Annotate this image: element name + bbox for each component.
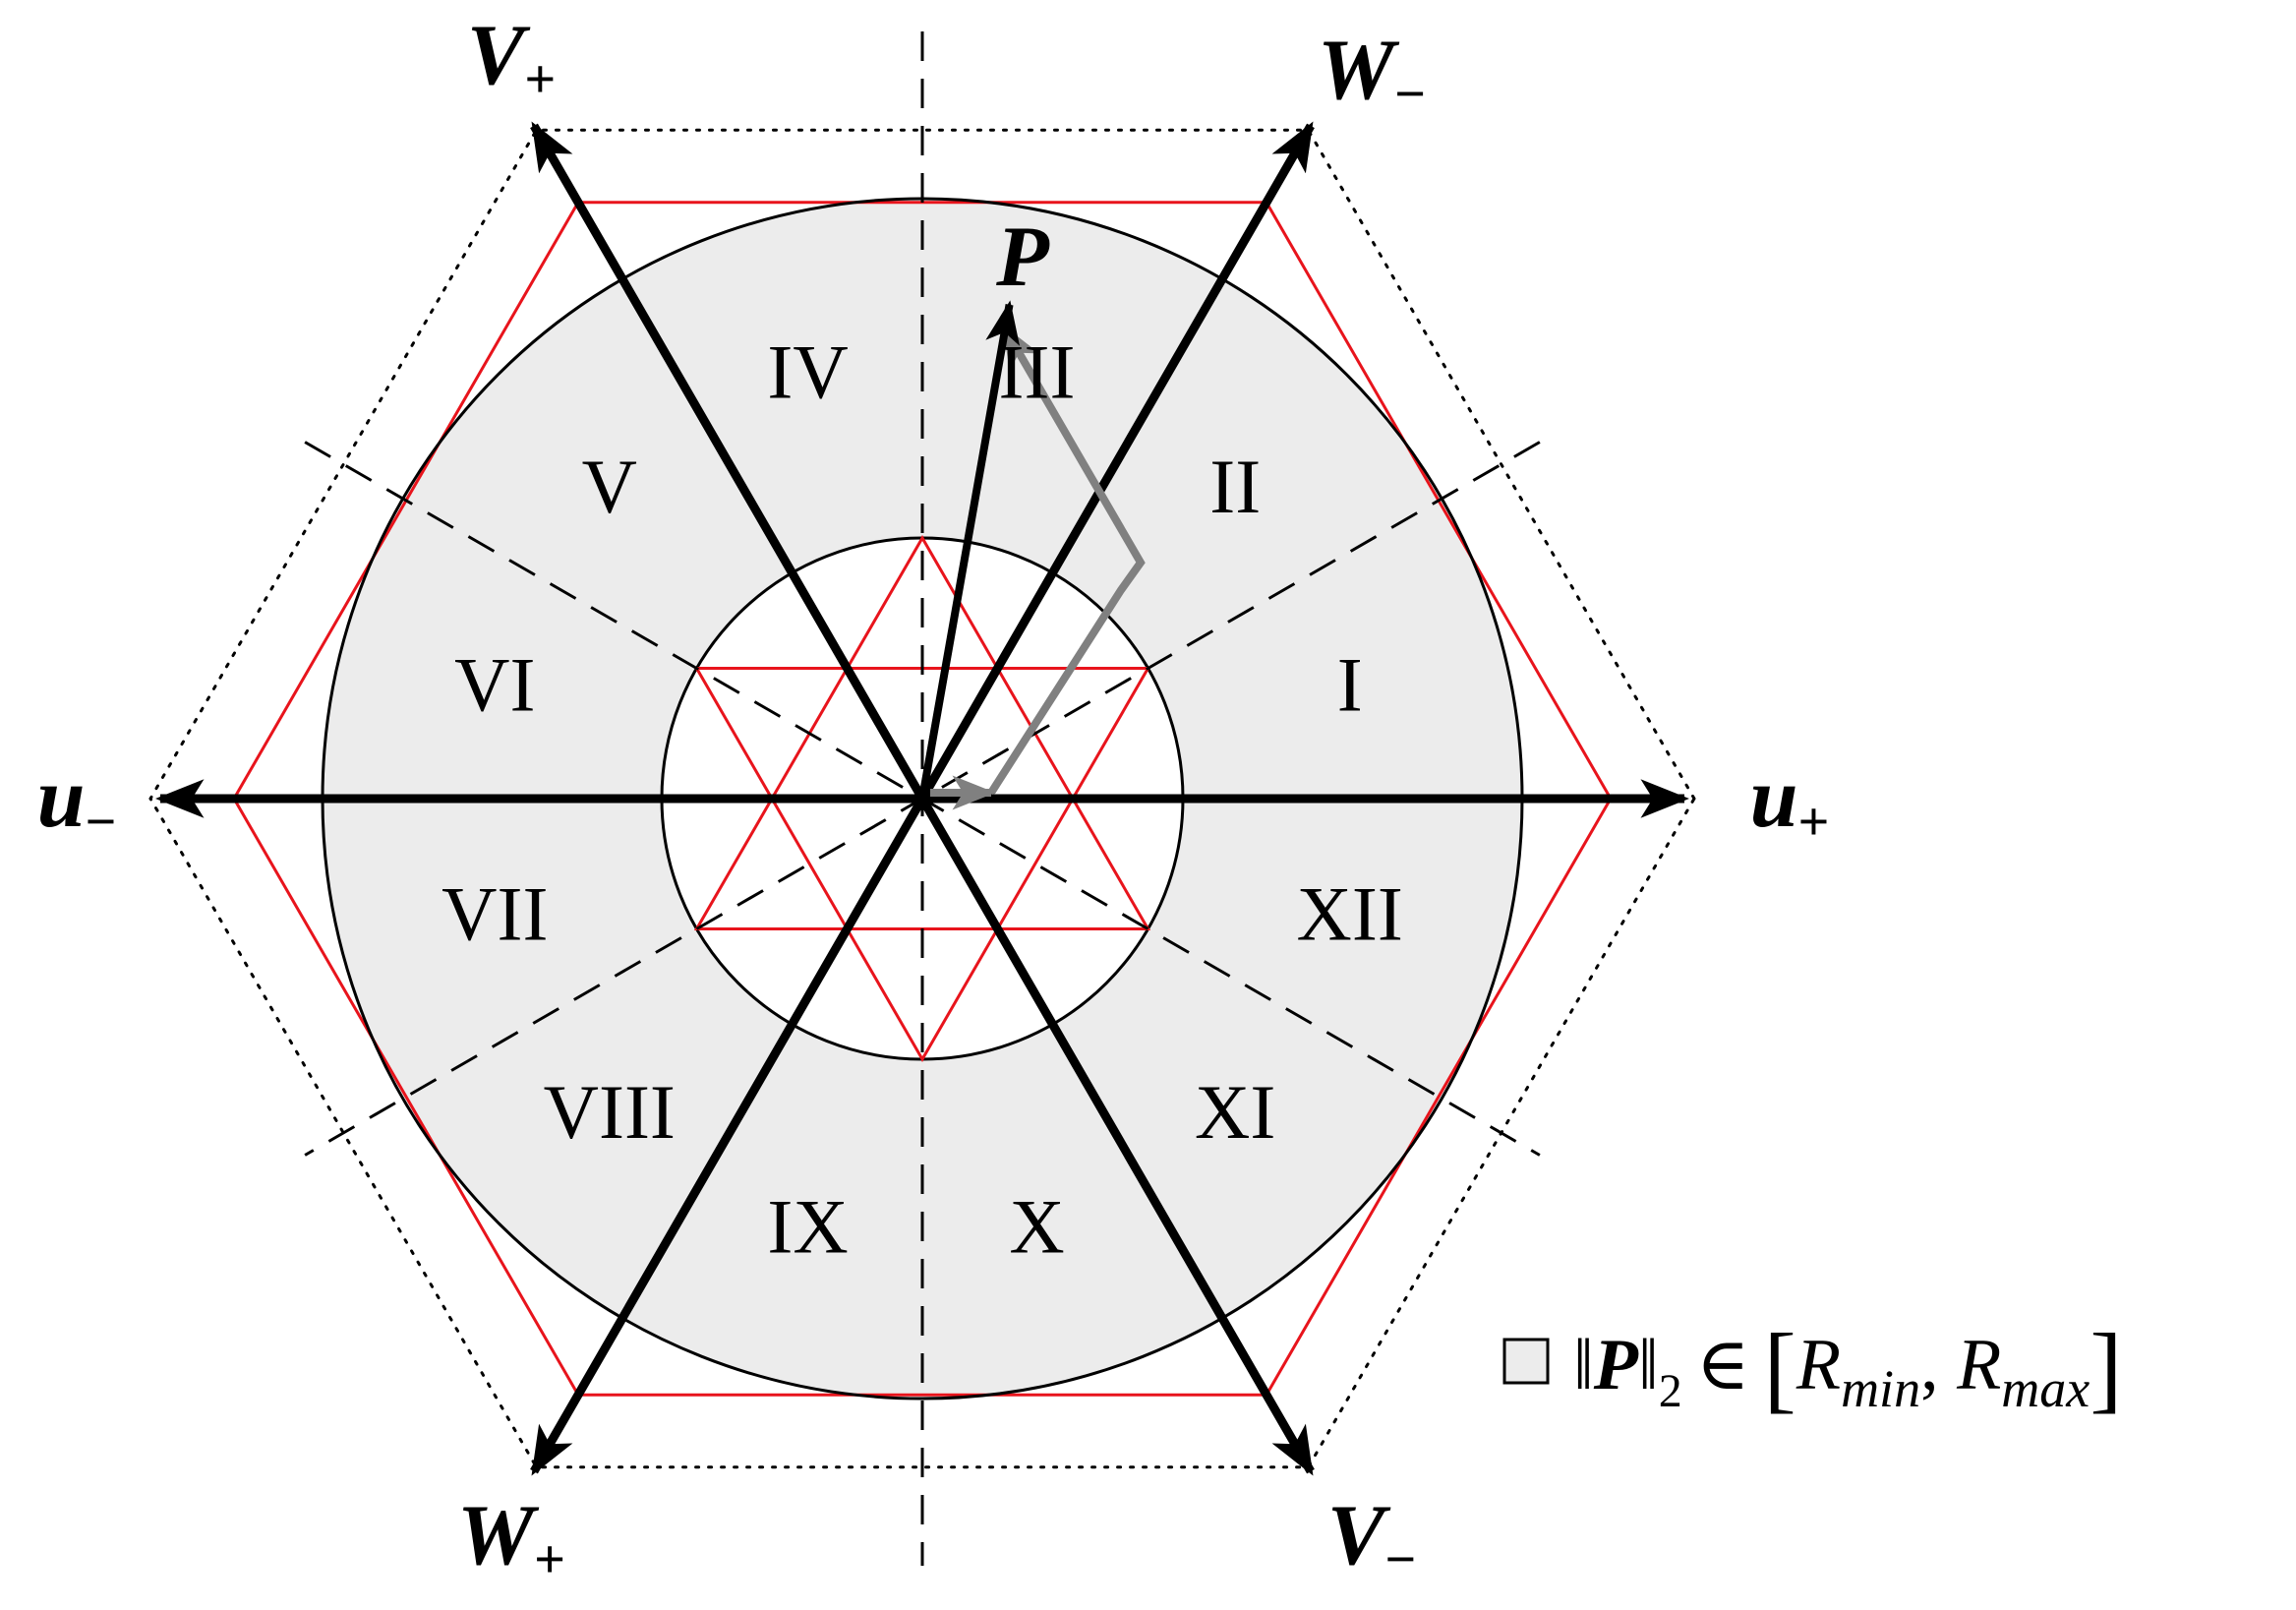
p-vector-arrow	[918, 300, 1021, 800]
legend-norm-sub: 2	[1659, 1365, 1682, 1417]
legend-norm-bars-left: ‖	[1573, 1325, 1594, 1405]
vector-label-v-plus-sub: +	[524, 49, 556, 110]
sector-label-3: III	[999, 328, 1076, 414]
sector-label-9: IX	[767, 1184, 848, 1270]
sector-label-4: IV	[767, 328, 848, 414]
vector-w-minus-arrow	[918, 121, 1315, 802]
legend-comma: ,	[1920, 1325, 1957, 1405]
legend-swatch	[1502, 1338, 1550, 1385]
sector-label-2: II	[1209, 444, 1261, 529]
legend-r-max-sub: max	[2001, 1359, 2090, 1418]
sector-label-6: VI	[454, 642, 535, 728]
legend-r-min-sub: min	[1841, 1359, 1920, 1418]
vector-label-u-plus-name: u	[1750, 750, 1798, 846]
vector-label-w-minus: W−	[1318, 23, 1426, 125]
vector-label-u-plus-sub: +	[1798, 792, 1830, 853]
vector-label-w-minus-sub: −	[1394, 64, 1426, 125]
legend-norm-bars-right: ‖	[1638, 1325, 1659, 1405]
origin-dot	[915, 792, 929, 805]
vector-v-plus-arrow	[530, 121, 926, 802]
sector-label-10: X	[1009, 1184, 1064, 1270]
vector-label-u-minus: u−	[37, 750, 117, 853]
vector-label-u-minus-name: u	[37, 750, 86, 846]
legend-relation: ∈	[1696, 1325, 1750, 1405]
sector-label-1: I	[1337, 642, 1363, 728]
annulus-region	[323, 199, 1522, 1399]
p-vector-label: P	[995, 209, 1050, 305]
vector-label-v-minus-name: V	[1327, 1488, 1391, 1583]
legend-bracket-open: [	[1764, 1313, 1796, 1422]
legend: ‖P‖2∈[Rmin, Rmax]	[1502, 1313, 2123, 1422]
vector-label-v-plus: V+	[467, 8, 557, 110]
legend-r-max: R	[1956, 1325, 2001, 1405]
sector-label-8: VIII	[544, 1069, 676, 1155]
sector-label-11: XI	[1195, 1069, 1275, 1155]
gray-vector-path	[987, 325, 1146, 796]
vector-label-v-minus-sub: −	[1384, 1529, 1416, 1590]
vector-label-w-plus-name: W	[457, 1488, 540, 1583]
legend-bracket-close: ]	[2090, 1313, 2122, 1422]
vector-label-w-minus-name: W	[1318, 23, 1400, 118]
legend-norm-symbol: P	[1593, 1325, 1639, 1405]
vector-label-w-plus-sub: +	[534, 1529, 565, 1590]
vector-label-w-plus: W+	[457, 1488, 565, 1590]
vector-label-u-plus: u+	[1750, 750, 1830, 853]
vector-label-v-plus-name: V	[467, 8, 531, 103]
vector-label-u-minus-sub: −	[86, 792, 117, 853]
vector-w-plus-arrow	[530, 796, 926, 1476]
vector-label-v-minus: V−	[1327, 1488, 1417, 1590]
legend-label: ‖P‖2∈[Rmin, Rmax]	[1573, 1313, 2123, 1422]
red-star-triangle-down	[693, 535, 1151, 930]
sector-label-5: V	[582, 444, 637, 529]
sector-label-12: XII	[1297, 871, 1403, 957]
phase-vectors	[155, 121, 1689, 1476]
legend-r-min: R	[1796, 1325, 1841, 1405]
sector-label-7: VII	[442, 871, 548, 957]
vector-labels: u+W−V+u−W+V−	[37, 8, 1830, 1590]
vector-v-minus-arrow	[918, 796, 1315, 1476]
